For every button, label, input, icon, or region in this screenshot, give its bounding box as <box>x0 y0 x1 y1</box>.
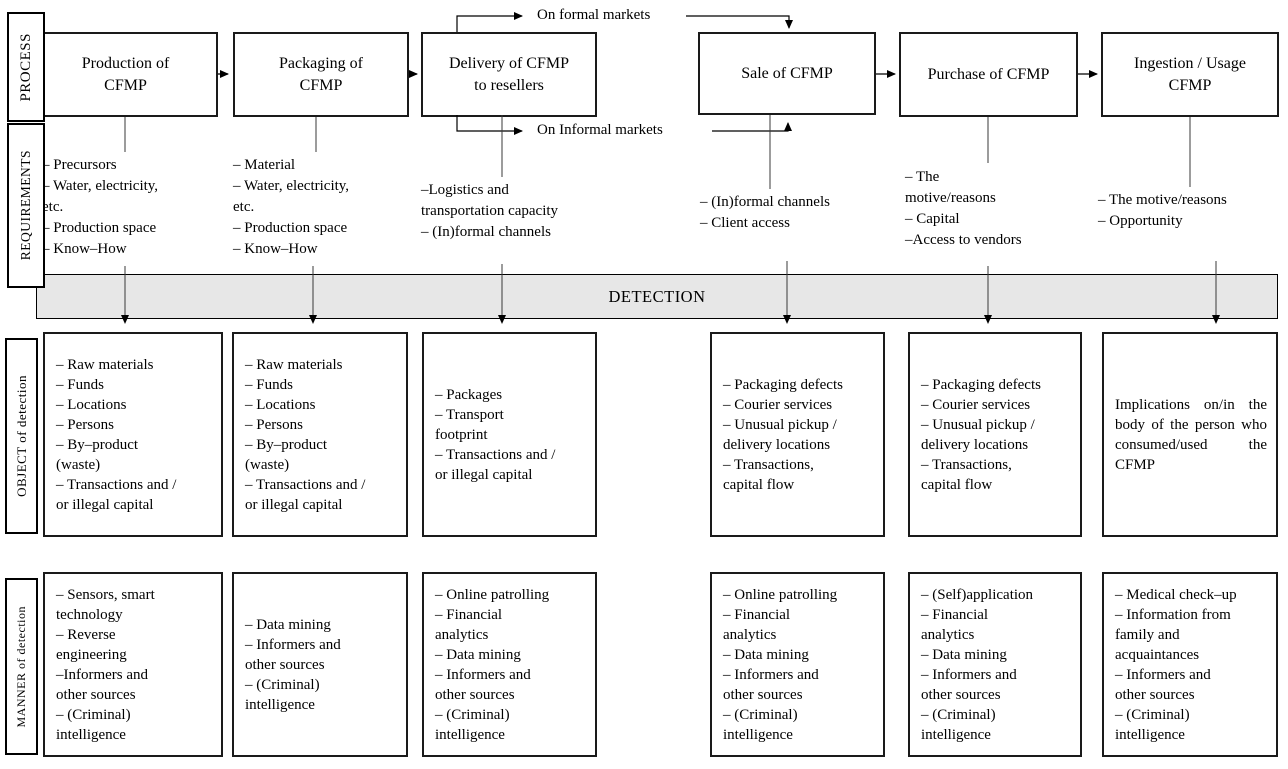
row-label-process: PROCESS <box>7 12 45 122</box>
requirements-list-packaging: – Material – Water, electricity, etc. – … <box>233 157 350 257</box>
object-box-production: – Raw materials – Funds – Locations – Pe… <box>43 332 223 537</box>
detection-band: DETECTION <box>36 274 1278 319</box>
object-box-packaging: – Raw materials – Funds – Locations – Pe… <box>232 332 408 537</box>
manner-box-sale: – Online patrolling – Financial analytic… <box>710 572 885 757</box>
manner-list-purchase: – (Self)application – Financial analytic… <box>921 586 1034 743</box>
requirements-list-purchase: – The motive/reasons – Capital –Access t… <box>905 169 1022 248</box>
requirements-list-production: – Precursors – Water, electricity, etc. … <box>42 157 159 257</box>
object-list-purchase: – Packaging defects – Courier services –… <box>921 376 1041 493</box>
manner-list-production: – Sensors, smart technology – Reverse en… <box>56 586 155 743</box>
requirements-list-delivery: –Logistics and transportation capacity –… <box>421 182 559 240</box>
object-list-sale: – Packaging defects – Courier services –… <box>723 376 843 493</box>
requirements-list-ingestion: – The motive/reasons – Opportunity <box>1098 192 1227 229</box>
object-list-production: – Raw materials – Funds – Locations – Pe… <box>56 356 177 513</box>
requirements-list-sale: – (In)formal channels – Client access <box>700 194 830 231</box>
manner-box-production: – Sensors, smart technology – Reverse en… <box>43 572 223 757</box>
row-label-manner-of-detection: MANNER of detection <box>5 578 38 755</box>
manner-list-sale: – Online patrolling – Financial analytic… <box>723 586 838 743</box>
manner-box-purchase: – (Self)application – Financial analytic… <box>908 572 1082 757</box>
process-box-purchase: Purchase of CFMP <box>899 32 1078 117</box>
manner-list-packaging: – Data mining – Informers and other sour… <box>245 616 341 713</box>
object-box-sale: – Packaging defects – Courier services –… <box>710 332 885 537</box>
detection-band-label: DETECTION <box>608 286 706 306</box>
object-text-ingestion: Implications on/in the body of the perso… <box>1115 396 1267 473</box>
informal-markets-label: On Informal markets <box>537 122 663 138</box>
manner-box-packaging: – Data mining – Informers and other sour… <box>232 572 408 757</box>
manner-list-ingestion: – Medical check–up – Information from fa… <box>1115 586 1237 743</box>
object-list-delivery: – Packages – Transport footprint – Trans… <box>435 386 556 483</box>
object-box-purchase: – Packaging defects – Courier services –… <box>908 332 1082 537</box>
manner-box-ingestion: – Medical check–up – Information from fa… <box>1102 572 1278 757</box>
row-label-requirements: REQUIREMENTS <box>7 123 45 288</box>
process-box-delivery: Delivery of CFMP to resellers <box>421 32 597 117</box>
process-box-packaging: Packaging of CFMP <box>233 32 409 117</box>
object-box-ingestion: Implications on/in the body of the perso… <box>1102 332 1278 537</box>
object-list-packaging: – Raw materials – Funds – Locations – Pe… <box>245 356 366 513</box>
row-label-object-of-detection: OBJECT of detection <box>5 338 38 534</box>
object-box-delivery: – Packages – Transport footprint – Trans… <box>422 332 597 537</box>
manner-list-delivery: – Online patrolling – Financial analytic… <box>435 586 550 743</box>
manner-box-delivery: – Online patrolling – Financial analytic… <box>422 572 597 757</box>
process-box-ingestion: Ingestion / Usage CFMP <box>1101 32 1279 117</box>
process-box-production: Production of CFMP <box>33 32 218 117</box>
process-box-sale: Sale of CFMP <box>698 32 876 115</box>
formal-markets-label: On formal markets <box>537 7 651 23</box>
